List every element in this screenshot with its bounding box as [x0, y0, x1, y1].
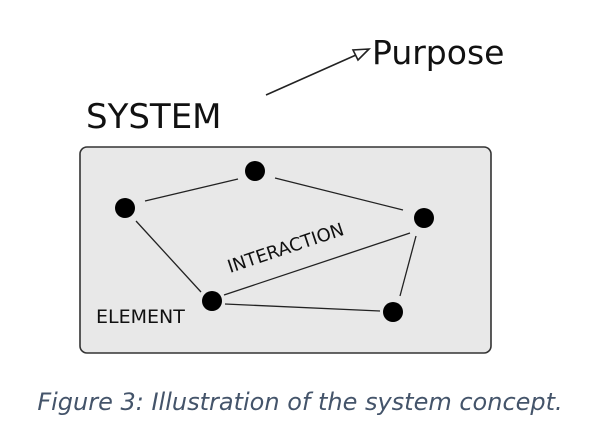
system-label: SYSTEM	[86, 97, 222, 137]
interaction-line-left-center	[135, 220, 202, 293]
purpose-arrow-line	[265, 54, 357, 96]
element-node-top	[245, 161, 265, 181]
figure-caption: Figure 3: Illustration of the system con…	[37, 388, 563, 416]
interaction-line-left-top	[144, 178, 239, 202]
purpose-label: Purpose	[372, 33, 504, 72]
element-label: ELEMENT	[96, 306, 185, 328]
element-node-right	[414, 208, 434, 228]
interaction-line-right-bottom	[399, 235, 417, 297]
element-node-left	[115, 198, 135, 218]
interaction-line-center-right	[223, 232, 411, 296]
element-node-center	[202, 291, 222, 311]
interaction-line-center-bottom	[224, 303, 381, 312]
system-box	[79, 146, 492, 354]
element-node-bottom	[383, 302, 403, 322]
purpose-arrowhead-icon	[351, 48, 372, 62]
interaction-line-top-right	[274, 177, 404, 211]
